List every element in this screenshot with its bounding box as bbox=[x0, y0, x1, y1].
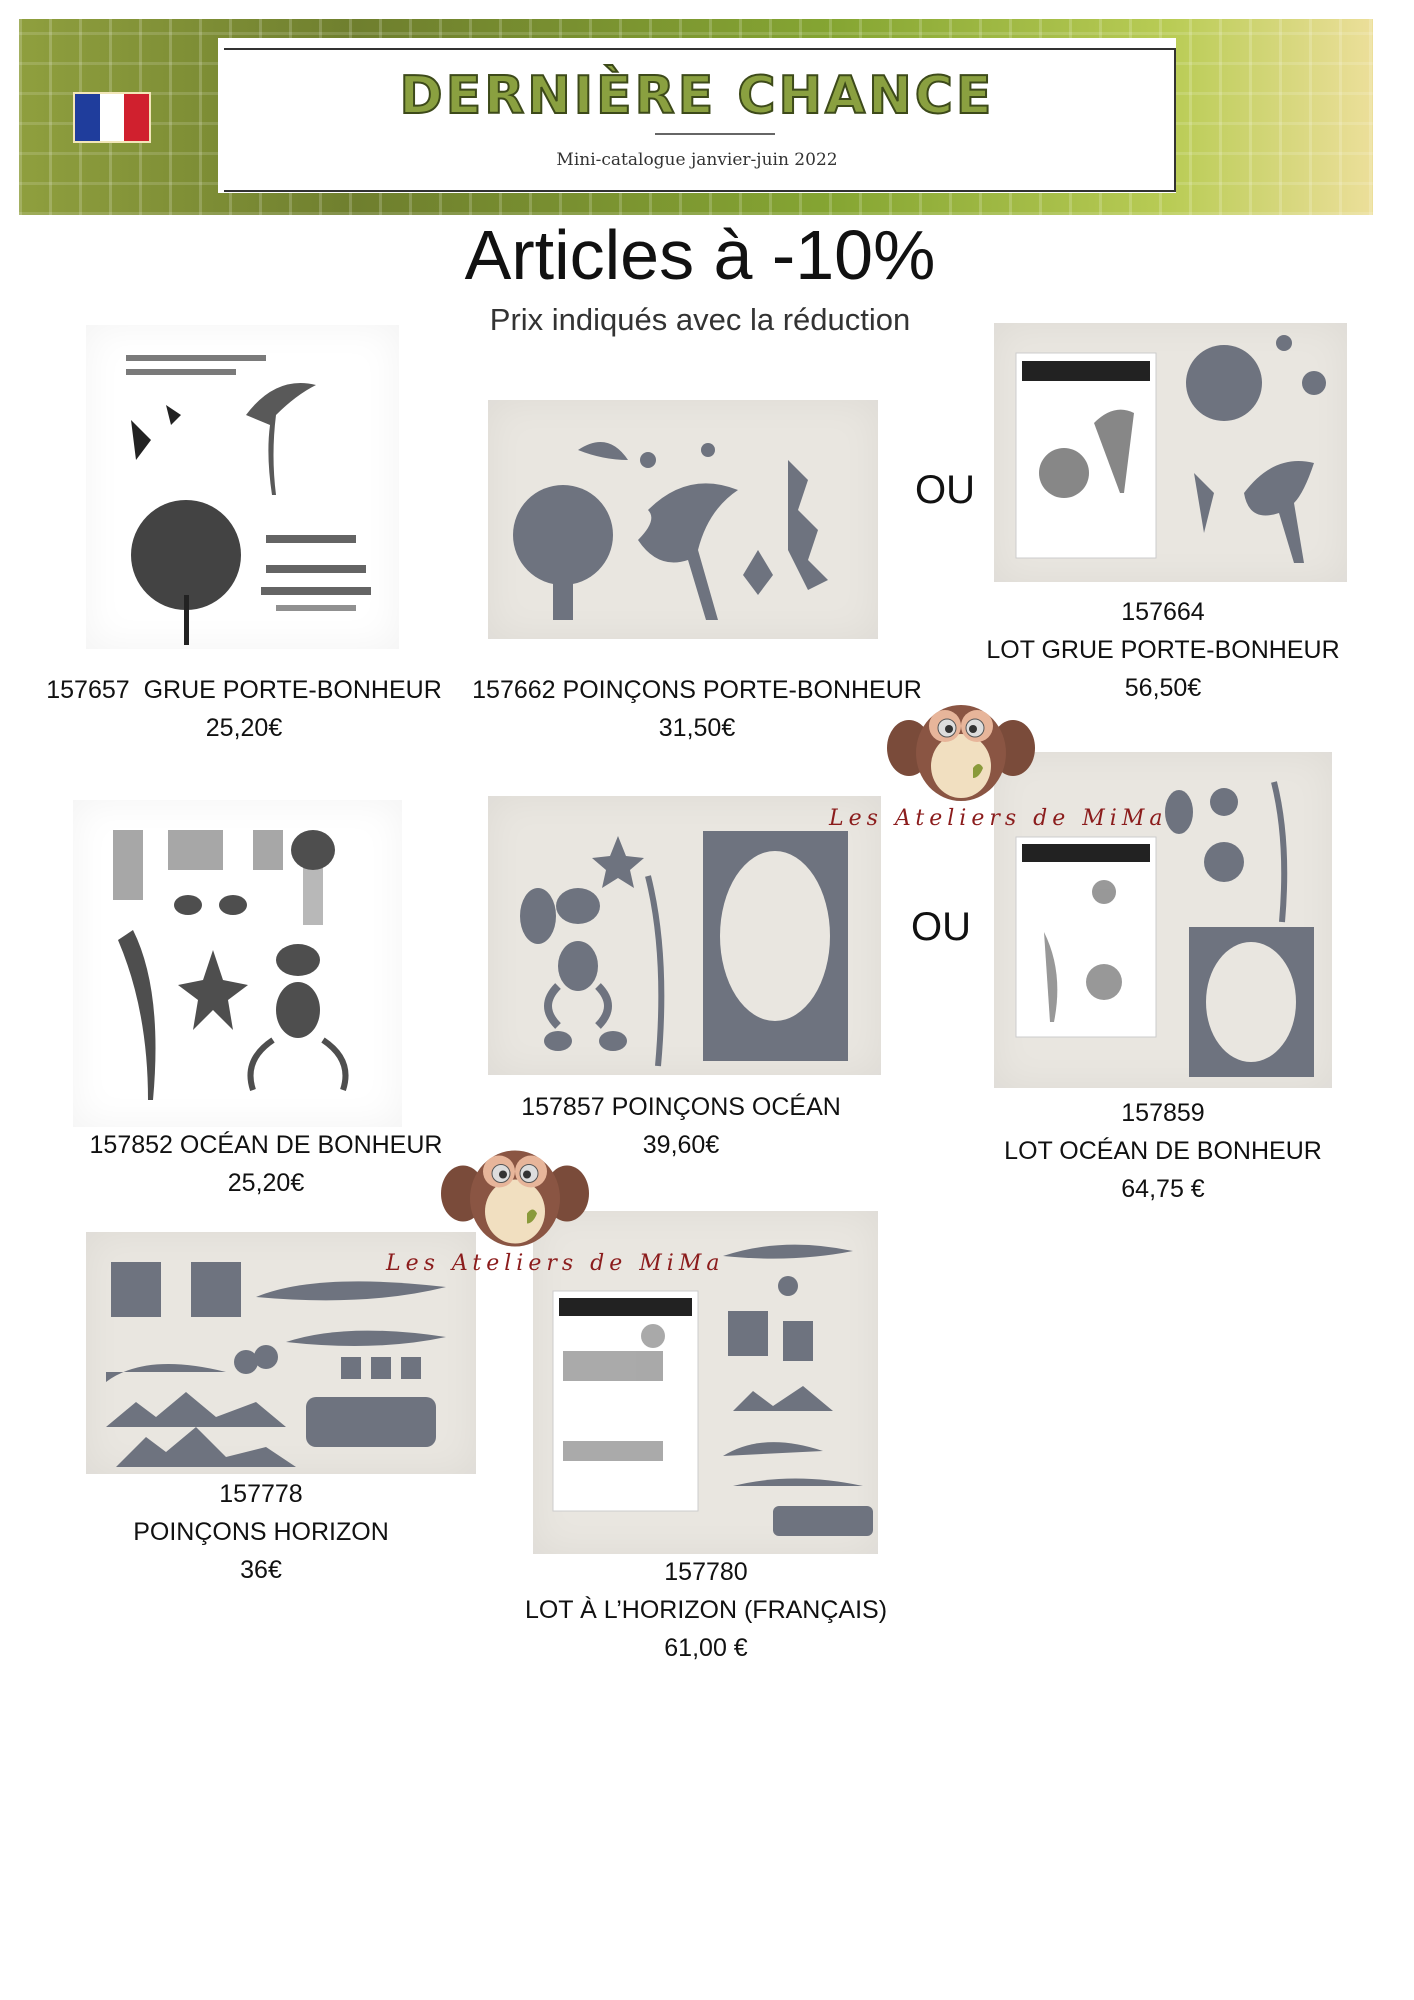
page-subtitle: Prix indiqués avec la réduction bbox=[489, 302, 911, 337]
product-name: LOT À L’HORIZON (FRANÇAIS) bbox=[524, 1596, 888, 1624]
banner-divider bbox=[655, 133, 775, 135]
product-price: 36€ bbox=[240, 1556, 282, 1584]
france-flag-icon bbox=[75, 94, 150, 141]
product-code: 157657 bbox=[46, 676, 130, 704]
product-label: 157780 LOT À L’HORIZON (FRANÇAIS) 61,00 … bbox=[426, 1553, 986, 1667]
product-label: 157859 LOT OCÉAN DE BONHEUR 64,75 € bbox=[883, 1094, 1414, 1208]
product-price: 61,00 € bbox=[664, 1634, 748, 1662]
banner-title: DERNIÈRE CHANCE bbox=[399, 65, 995, 127]
product-name: LOT OCÉAN DE BONHEUR bbox=[1004, 1137, 1322, 1165]
product-image-bundle bbox=[994, 323, 1347, 582]
banner-subtitle: Mini-catalogue janvier-juin 2022 bbox=[556, 150, 838, 170]
product-label: 157662 POINÇONS PORTE-BONHEUR 31,50€ bbox=[417, 671, 977, 747]
product-price: 25,20€ bbox=[205, 714, 283, 742]
product-code: 157857 bbox=[521, 1093, 605, 1121]
product-image-stamp-set bbox=[73, 800, 402, 1127]
product-code: 157664 bbox=[1121, 598, 1205, 626]
watermark-text: Les Ateliers de MiMa bbox=[829, 806, 1168, 831]
or-label: OU bbox=[911, 905, 971, 949]
banner-panel bbox=[218, 38, 1176, 193]
watermark-text: Les Ateliers de MiMa bbox=[386, 1251, 725, 1276]
product-code: 157662 bbox=[472, 676, 556, 704]
product-code: 157852 bbox=[89, 1131, 173, 1159]
product-code: 157780 bbox=[664, 1558, 748, 1586]
product-label: 157852 OCÉAN DE BONHEUR 25,20€ bbox=[0, 1126, 546, 1202]
product-image-bundle bbox=[994, 752, 1332, 1088]
product-price: 64,75 € bbox=[1121, 1175, 1205, 1203]
product-image-bundle bbox=[533, 1211, 878, 1554]
product-price: 31,50€ bbox=[658, 714, 736, 742]
owl-logo-icon bbox=[887, 698, 1035, 803]
product-name: OCÉAN DE BONHEUR bbox=[179, 1131, 443, 1159]
product-name: LOT GRUE PORTE-BONHEUR bbox=[986, 636, 1340, 664]
banner-frame bbox=[224, 48, 1176, 192]
product-image-stamp-set bbox=[86, 325, 399, 649]
owl-logo-icon bbox=[441, 1141, 589, 1251]
product-label: 157857 POINÇONS OCÉAN 39,60€ bbox=[401, 1088, 961, 1164]
product-name: POINÇONS PORTE-BONHEUR bbox=[562, 676, 922, 704]
product-price: 56,50€ bbox=[1124, 674, 1202, 702]
product-label: 157657 GRUE PORTE-BONHEUR 25,20€ bbox=[0, 671, 524, 747]
product-label: 157778 POINÇONS HORIZON 36€ bbox=[0, 1475, 541, 1589]
product-price: 25,20€ bbox=[227, 1169, 305, 1197]
product-code: 157778 bbox=[219, 1480, 303, 1508]
product-price: 39,60€ bbox=[642, 1131, 720, 1159]
product-name: POINÇONS HORIZON bbox=[133, 1518, 389, 1546]
product-label: 157664 LOT GRUE PORTE-BONHEUR 56,50€ bbox=[883, 593, 1414, 707]
product-name: POINÇONS OCÉAN bbox=[611, 1093, 841, 1121]
product-code: 157859 bbox=[1121, 1099, 1205, 1127]
product-image-dies bbox=[86, 1232, 476, 1474]
page-title: Articles à -10% bbox=[464, 216, 936, 294]
product-image-dies bbox=[488, 400, 878, 639]
product-name: GRUE PORTE-BONHEUR bbox=[143, 676, 442, 704]
or-label: OU bbox=[915, 468, 975, 512]
product-image-dies bbox=[488, 796, 881, 1075]
